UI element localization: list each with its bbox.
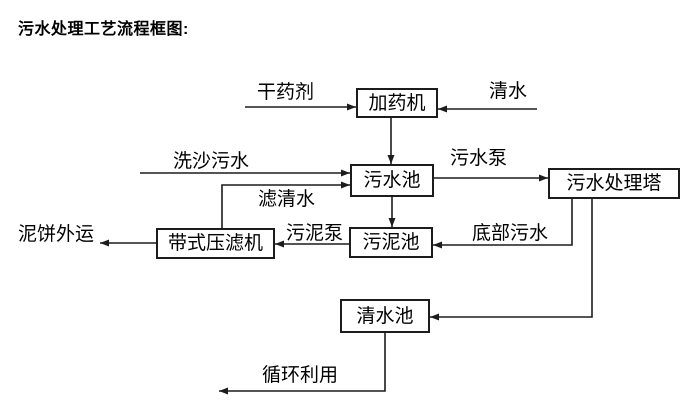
node-dosing-machine: 加药机: [356, 88, 438, 118]
node-sewage-pool: 污水池: [350, 164, 434, 197]
node-sludge-pool: 污泥池: [349, 227, 433, 258]
flow-label-mud-cake-outbound: 泥饼外运: [18, 224, 95, 245]
node-treatment-tower: 污水处理塔: [548, 168, 680, 199]
flow-label-bottom-sewage: 底部污水: [472, 223, 549, 244]
node-treatment-tower-label: 污水处理塔: [566, 173, 662, 194]
flow-label-sand-washing-sewage: 洗沙污水: [173, 151, 250, 172]
arrow-bottom-sewage-to-sludge-pool: [433, 199, 573, 249]
node-sewage-pool-label: 污水池: [363, 170, 421, 191]
node-belt-filter-press: 带式压滤机: [156, 228, 275, 259]
arrow-tower-to-clean-pool: [430, 199, 593, 321]
node-belt-filter-press-label: 带式压滤机: [167, 233, 263, 254]
arrow-clean-pool-to-recycle: [219, 333, 386, 395]
diagram-title: 污水处理工艺流程框图:: [18, 21, 189, 38]
arrow-filtered-water-to-sewage-pool: [221, 181, 350, 228]
flow-label-filtered-water: 滤清水: [258, 189, 316, 210]
flow-label-clean-water: 清水: [489, 81, 528, 102]
flow-label-sludge-pump: 污泥泵: [286, 223, 344, 244]
node-sludge-pool-label: 污泥池: [362, 232, 420, 253]
flow-label-dry-chemical: 干药剂: [257, 82, 315, 103]
flow-label-recycling: 循环利用: [262, 365, 339, 386]
node-clean-water-pool: 清水池: [340, 299, 430, 333]
node-dosing-machine-label: 加药机: [368, 92, 426, 114]
node-clean-water-pool-label: 清水池: [356, 305, 414, 327]
flow-label-sewage-pump: 污水泵: [450, 148, 508, 169]
